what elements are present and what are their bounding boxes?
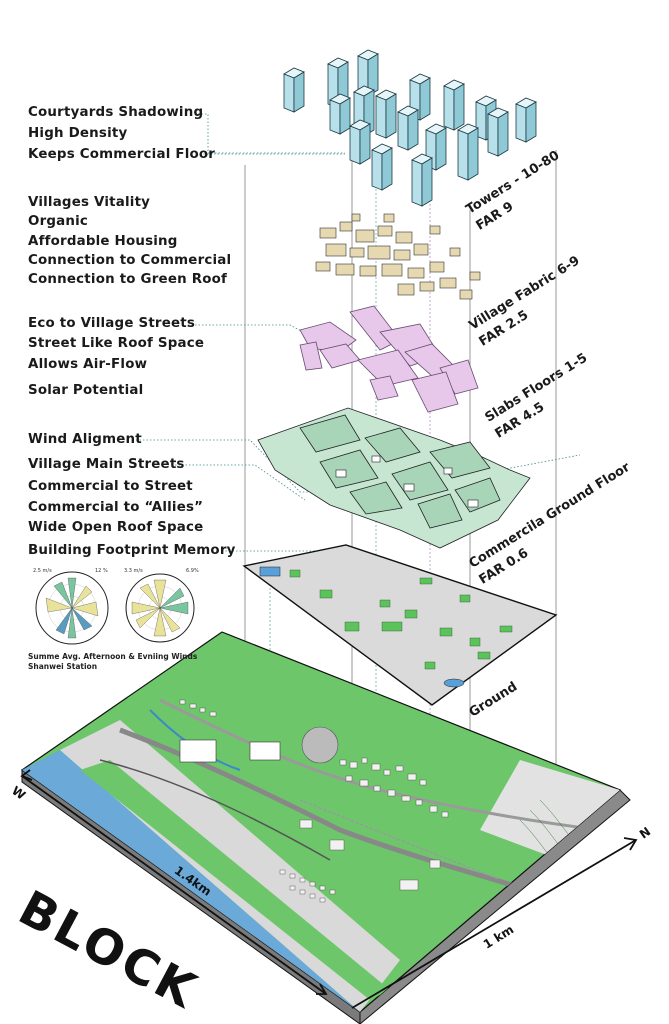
tower [283,67,305,113]
wind-caption-line1: Summe Avg. Afternoon & Evniing Winds [28,652,198,661]
wind-caption-line2: Shanwei Station [28,662,98,672]
label-building-footprint-memory: Building Footprint Memory [28,543,236,558]
label-wide-open-roof-space: Wide Open Roof Space [28,520,204,535]
label-wind-aligment: Wind Aligment [28,432,142,447]
tower [411,153,433,207]
wind-caption: Summe Avg. Afternoon & Evniing Winds Sha… [28,652,197,672]
label-solar-potential: Solar Potential [28,383,144,398]
label-connection-to-green-roof: Connection to Green Roof [28,272,228,287]
tower [357,49,379,97]
wind-rose-1 [35,571,109,645]
rose2-speed: 3.3 m/s [124,568,143,574]
label-villages-vitality: Villages Vitality [28,195,151,210]
wind-rose-2 [125,573,195,643]
tower [515,97,537,143]
tower [443,79,465,131]
ground-layer [242,544,558,706]
tower [487,107,509,157]
tower [349,119,371,165]
label-eco-to-village-streets: Eco to Village Streets [28,316,196,331]
label-high-density: High Density [28,126,128,141]
label-commercial-to-allies: Commercial to “Allies” [28,500,204,515]
tower [397,105,419,151]
dimension-arrows [20,769,638,1009]
label-village-main-streets: Village Main Streets [28,457,185,472]
tower [371,143,393,191]
label-commercial-to-street: Commercial to Street [28,479,193,494]
slab-layer [299,305,479,413]
label-allows-air-flow: Allows Air-Flow [28,357,148,372]
commercial-layer [257,407,531,549]
rose2-freq: 6.9% [186,568,199,574]
label-courtyards-shadowing: Courtyards Shadowing [28,105,204,120]
rose1-speed: 2.5 m/s [33,568,52,574]
tower-layer [283,49,537,207]
tower [425,123,447,171]
tower [375,89,397,139]
label-affordable-housing: Affordable Housing [28,234,178,249]
label-street-like-roof-space: Street Like Roof Space [28,336,205,351]
tower [329,93,351,135]
tower [457,123,479,181]
label-connection-to-commercial: Connection to Commercial [28,253,232,268]
rose1-freq: 12 % [95,568,108,574]
label-organic: Organic [28,214,89,229]
label-keeps-commercial-floor: Keeps Commercial Floor [28,147,216,162]
village-layer [315,213,481,300]
